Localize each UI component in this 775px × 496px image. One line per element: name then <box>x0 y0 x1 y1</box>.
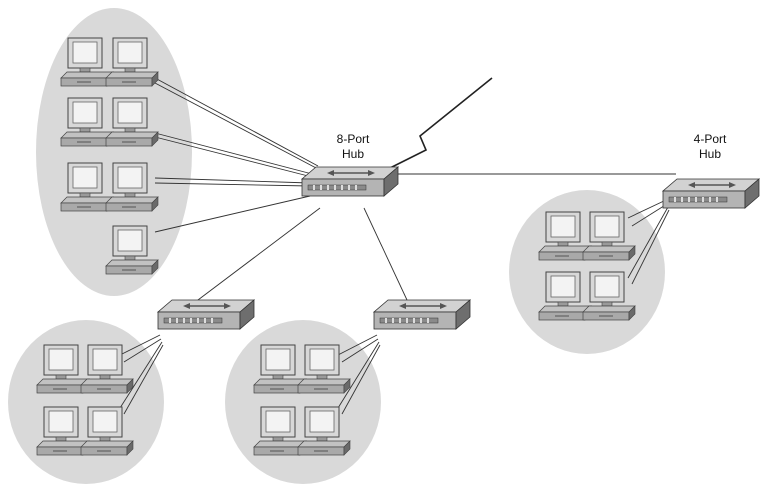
hub-4-label-line-1: 4-Port <box>693 132 727 146</box>
network-links <box>119 77 676 415</box>
hub-icon <box>373 299 471 330</box>
hub-4-label-line-2: Hub <box>698 147 721 161</box>
wan-link-icon <box>389 77 493 169</box>
workstation-group-right <box>509 190 665 354</box>
hub-4-port-label: 4-Port Hub <box>675 132 745 162</box>
hub-8-label-line-1: 8-Port <box>336 132 370 146</box>
hub-icon <box>301 166 399 197</box>
hub-icon <box>157 299 255 330</box>
hub-8-port-label: 8-Port Hub <box>318 132 388 162</box>
hub-8-label-line-2: Hub <box>341 147 364 161</box>
hub-icon <box>662 178 760 209</box>
